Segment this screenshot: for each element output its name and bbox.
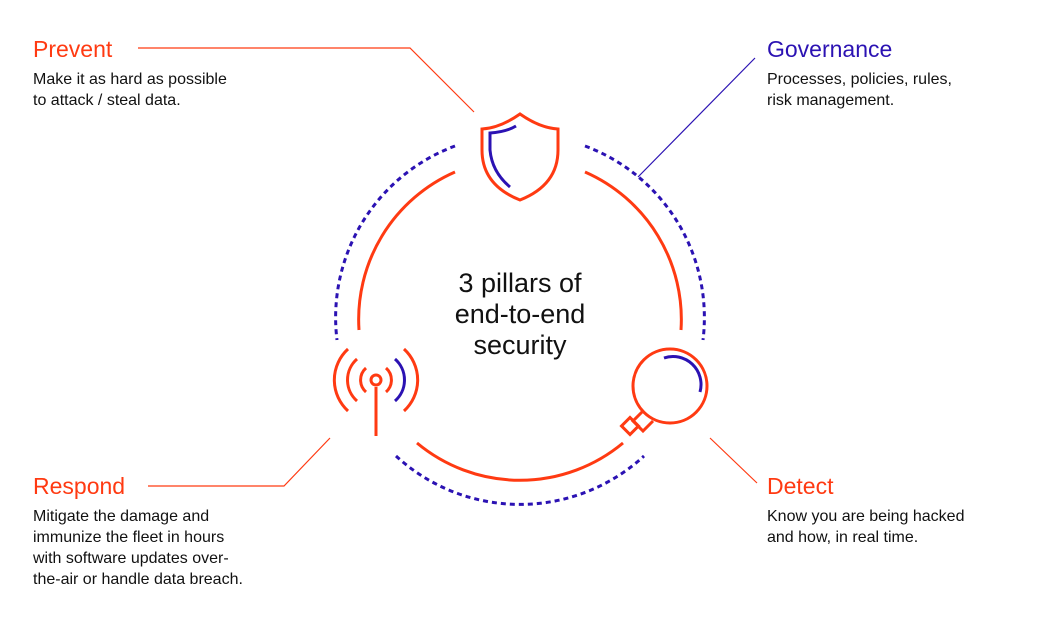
- inner-arc-left: [357, 170, 456, 331]
- respond-connector: [148, 437, 331, 487]
- detect-connector: [709, 437, 758, 484]
- outer-dashed-arc-right: [584, 144, 706, 341]
- shield-icon: [480, 112, 560, 202]
- respond-block: Respond Mitigate the damage and immunize…: [33, 472, 243, 590]
- prevent-description: Make it as hard as possible to attack / …: [33, 71, 227, 109]
- detect-block: Detect Know you are being hacked and how…: [767, 472, 964, 548]
- detect-heading: Detect: [767, 473, 834, 499]
- antenna-icon: [332, 347, 420, 436]
- inner-arc-right: [584, 170, 683, 331]
- prevent-heading: Prevent: [33, 36, 113, 62]
- outer-dashed-arc-bottom: [394, 454, 646, 506]
- inner-arc-bottom: [416, 441, 624, 482]
- diagram-title: 3 pillars of end-to-end security: [454, 268, 586, 360]
- prevent-block: Prevent Make it as hard as possible to a…: [33, 35, 227, 111]
- prevent-connector: [138, 47, 475, 113]
- respond-description: Mitigate the damage and immunize the fle…: [33, 508, 243, 588]
- governance-description: Processes, policies, rules, risk managem…: [767, 71, 952, 109]
- respond-heading: Respond: [33, 473, 126, 499]
- magnifier-icon: [619, 347, 709, 437]
- detect-description: Know you are being hacked and how, in re…: [767, 508, 965, 546]
- governance-heading: Governance: [767, 36, 893, 62]
- outer-dashed-arc-left: [334, 144, 456, 341]
- governance-block: Governance Processes, policies, rules, r…: [767, 35, 952, 111]
- governance-connector: [637, 57, 756, 178]
